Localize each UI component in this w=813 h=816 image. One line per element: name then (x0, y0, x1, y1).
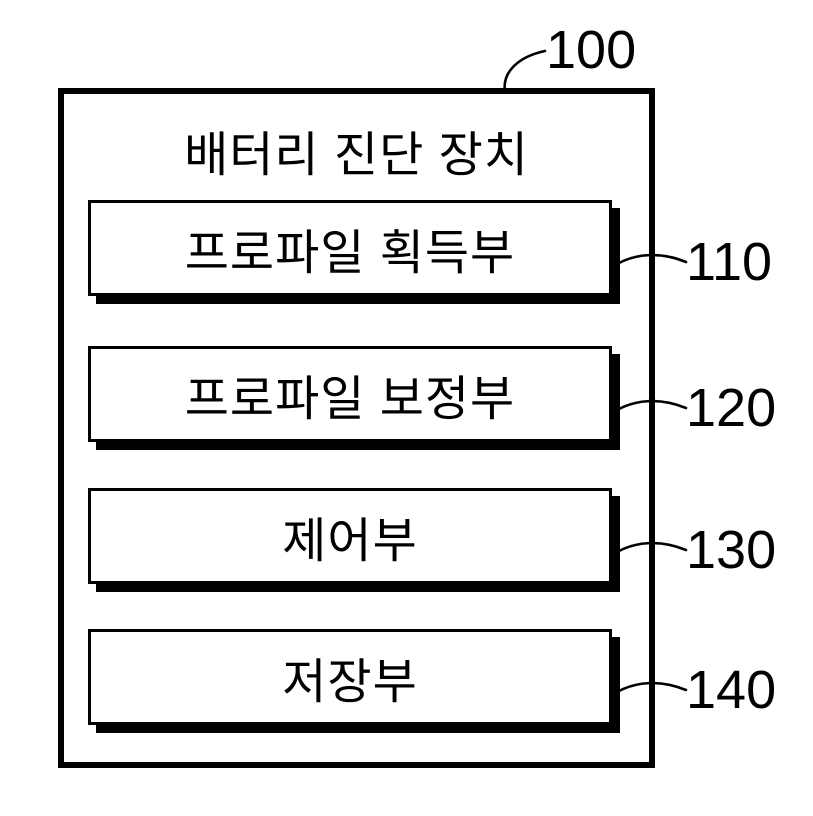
block-profile-acquisition-unit: 프로파일 획득부 (88, 200, 612, 296)
ref-label-120: 120 (686, 378, 777, 438)
ref-label-130: 130 (686, 520, 777, 580)
ref-label-100: 100 (546, 20, 637, 80)
ref-label-140: 140 (686, 660, 777, 720)
block-storage-unit: 저장부 (88, 629, 612, 725)
ref-label-110: 110 (686, 232, 773, 292)
leader-line-100 (503, 49, 547, 94)
block-profile-correction-unit: 프로파일 보정부 (88, 346, 612, 442)
device-title: 배터리 진단 장치 (184, 129, 529, 182)
block-control-unit: 제어부 (88, 488, 612, 584)
